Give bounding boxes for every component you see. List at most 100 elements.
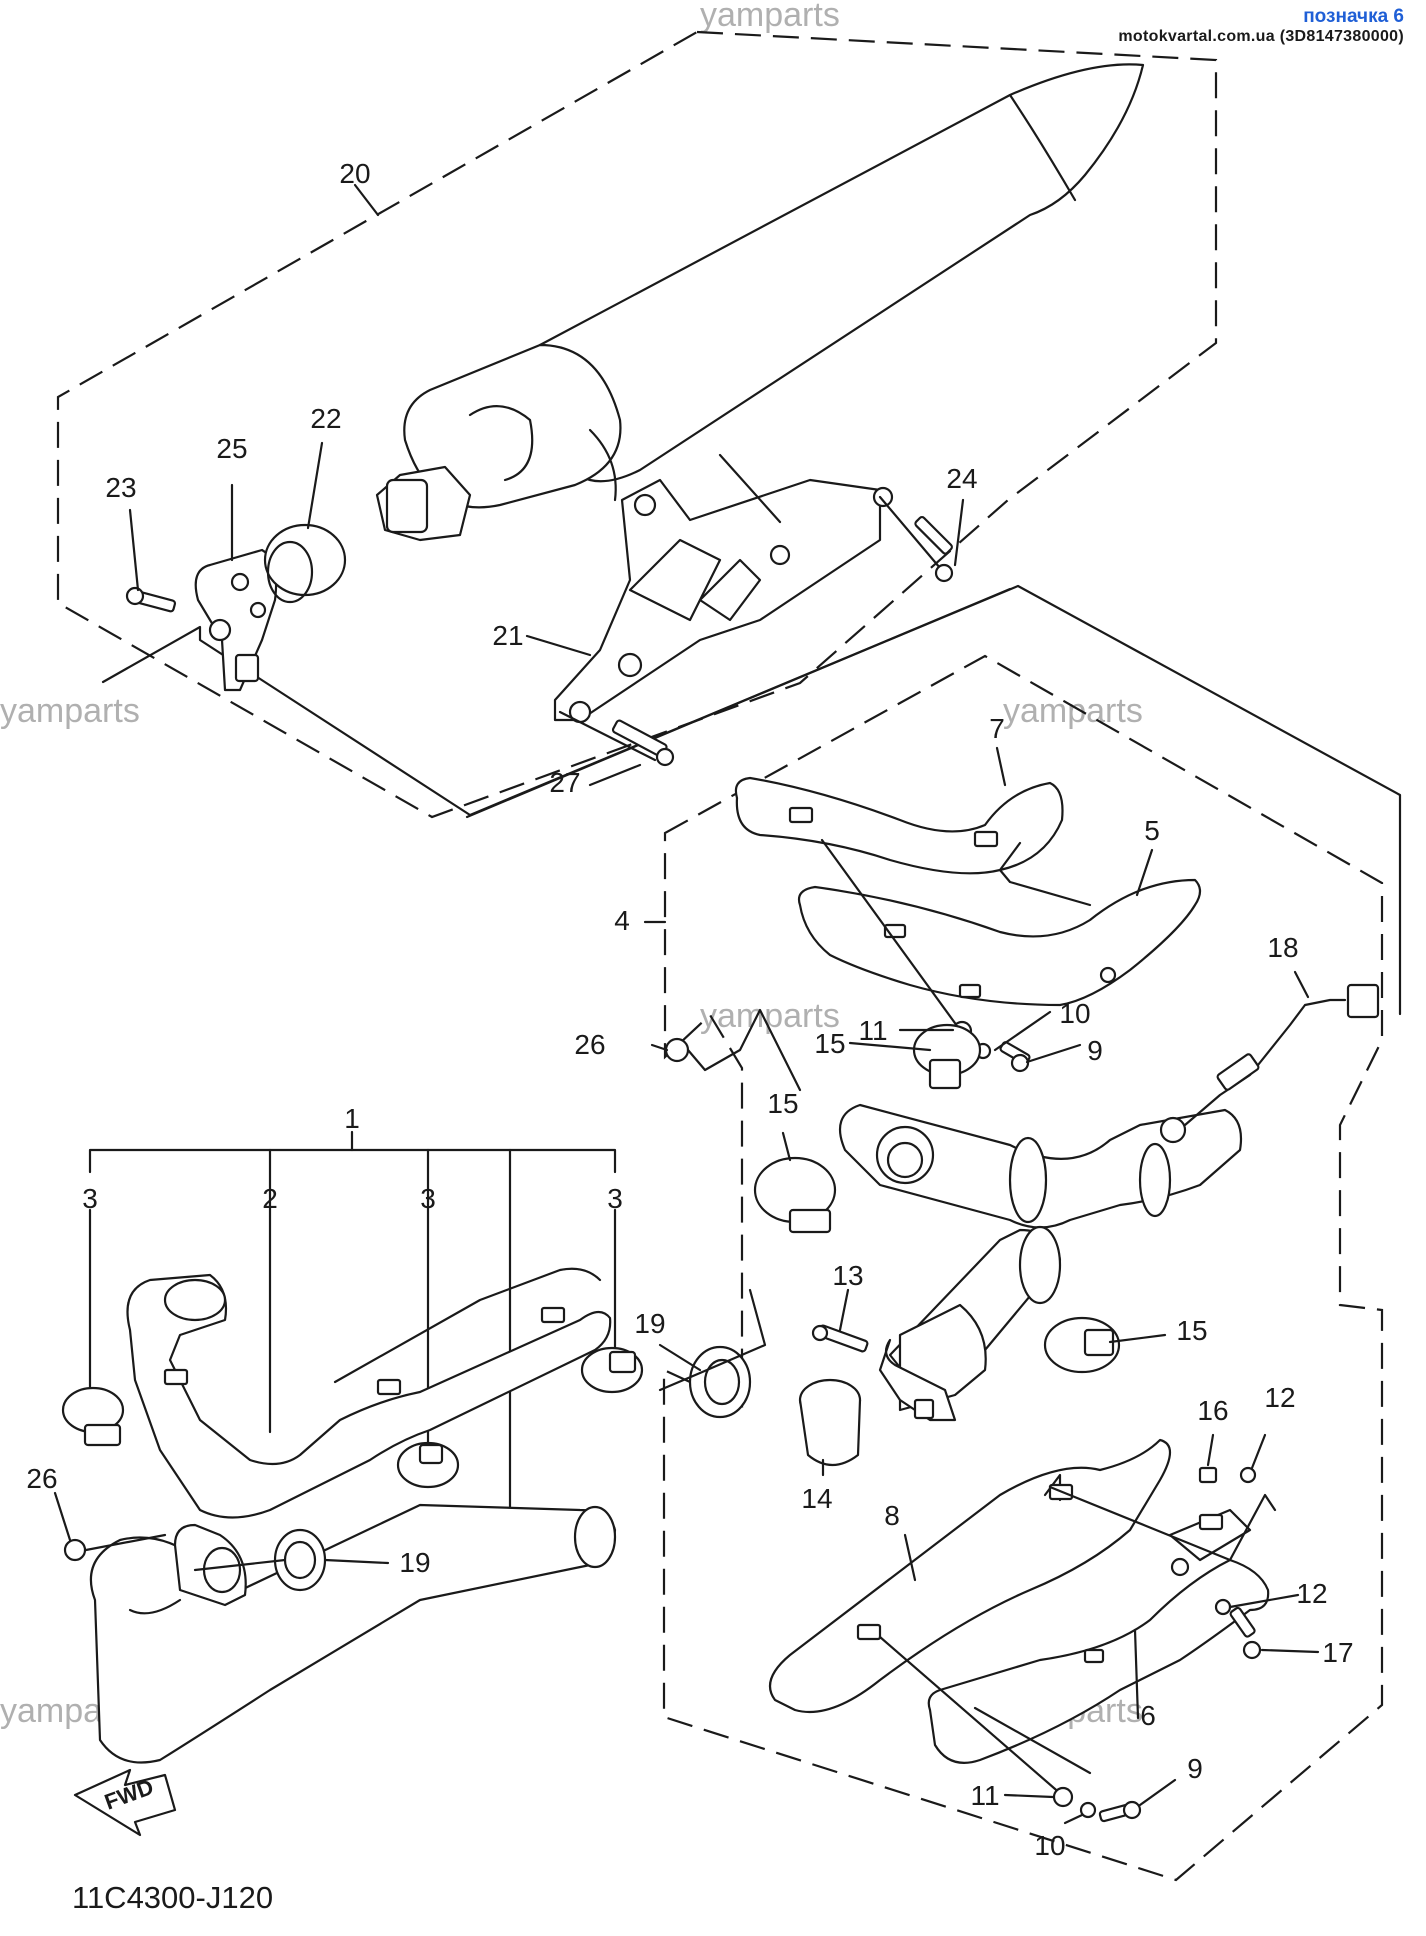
callout-7: 7: [989, 713, 1005, 744]
bolt-17: [1229, 1606, 1262, 1660]
washer-10: [1079, 1801, 1097, 1819]
callout-24: 24: [946, 463, 977, 494]
callout-15: 15: [767, 1088, 798, 1119]
assembly-bracket: [88, 1148, 617, 1174]
callout-13: 13: [832, 1260, 863, 1291]
leader-line: [973, 1706, 1092, 1775]
protector-assembly-boundary: [662, 654, 1384, 1882]
washer-12: [1214, 1598, 1232, 1616]
watermark: yamparts: [700, 0, 840, 34]
callout-9: 9: [1187, 1753, 1203, 1784]
diagram-code: 11C4300-J120: [72, 1880, 274, 1915]
callout-8: 8: [884, 1500, 900, 1531]
clamp-15: [912, 1023, 982, 1090]
protector-6: [927, 1508, 1270, 1764]
callout-10: 10: [1059, 998, 1090, 1029]
clamp-15: [753, 1156, 837, 1234]
leader-line: [1250, 1433, 1267, 1470]
leader-line: [525, 634, 592, 657]
leader-line: [323, 1558, 390, 1565]
callout-26: 26: [26, 1463, 57, 1494]
callout-16: 16: [1197, 1395, 1228, 1426]
leader-line: [558, 710, 657, 762]
leader-line: [53, 1491, 72, 1542]
leader-line: [1133, 1628, 1140, 1720]
leader-line: [718, 453, 782, 524]
leader-line: [1135, 848, 1154, 897]
washer-12: [1239, 1466, 1257, 1484]
leader-line: [878, 495, 942, 570]
leader-line: [993, 1010, 1052, 1052]
bolt-24: [914, 516, 954, 583]
clamp-15: [1043, 1316, 1121, 1374]
leader-line: [353, 183, 380, 217]
leader-line: [848, 1041, 932, 1052]
callout-15: 15: [1176, 1315, 1207, 1346]
leader-line: [1025, 1043, 1082, 1064]
leader-line: [1108, 1333, 1167, 1344]
leader-line: [84, 1533, 167, 1552]
clamp-3: [396, 1441, 460, 1489]
callout-3: 3: [420, 1183, 436, 1214]
leader-line: [658, 1343, 702, 1372]
leader-line: [820, 838, 962, 1032]
nut-11: [1052, 1786, 1074, 1808]
designation-label: позначка 6: [1303, 6, 1404, 27]
gasket-14: [798, 1378, 862, 1467]
callout-4: 4: [614, 905, 630, 936]
callout-9: 9: [1087, 1035, 1103, 1066]
watermark: yamparts: [1003, 692, 1143, 730]
callout-5: 5: [1144, 815, 1160, 846]
callout-27: 27: [549, 767, 580, 798]
muffler-clamp-25: [194, 548, 278, 692]
muffler-bracket: [553, 478, 894, 724]
protector-7: [734, 776, 1064, 875]
leader-line: [1228, 1593, 1300, 1609]
leader-line: [1260, 1648, 1320, 1654]
callout-18: 18: [1267, 932, 1298, 963]
flange: [173, 1523, 247, 1607]
callout-12: 12: [1264, 1382, 1295, 1413]
callout-20: 20: [339, 158, 370, 189]
o2-sensor-18: [1183, 983, 1380, 1127]
header-note: позначка 6 motokvartal.com.ua (3D8147380…: [1118, 6, 1404, 46]
leader-line: [1138, 1778, 1177, 1807]
callout-11: 11: [970, 1780, 999, 1811]
callout-11: 11: [858, 1015, 887, 1046]
bolt-9: [1098, 1800, 1142, 1823]
bolt-13: [811, 1324, 869, 1353]
leader-line: [903, 1533, 917, 1582]
callout-21: 21: [492, 620, 523, 651]
callout-17: 17: [1322, 1637, 1353, 1668]
leader-line: [998, 841, 1092, 907]
callout-3: 3: [82, 1183, 98, 1214]
callout-3: 3: [607, 1183, 623, 1214]
leader-line: [650, 1043, 669, 1052]
callout-6: 6: [1140, 1700, 1156, 1731]
source-label: motokvartal.com.ua (3D8147380000): [1118, 28, 1404, 45]
callout-10: 10: [1034, 1830, 1065, 1861]
callout-23: 23: [105, 472, 136, 503]
leader-line: [588, 763, 642, 787]
nut-26: [63, 1538, 87, 1562]
clip-16: [1198, 1466, 1218, 1484]
clamp-3: [61, 1386, 125, 1447]
callout-26: 26: [574, 1029, 605, 1060]
bolt-23: [125, 586, 177, 613]
exhaust-pipe-joint: [838, 1103, 1243, 1422]
nut-26: [664, 1037, 690, 1063]
callout-22: 22: [310, 403, 341, 434]
callout-1: 1: [344, 1103, 360, 1134]
callout-2: 2: [262, 1183, 278, 1214]
leader-line: [658, 1288, 767, 1392]
leader-line: [838, 1288, 850, 1332]
leader-line: [465, 587, 1012, 819]
leader-line: [128, 508, 140, 592]
clamp-3: [580, 1346, 644, 1394]
fwd-arrow-icon: FWD: [73, 1768, 177, 1837]
leader-line: [306, 441, 324, 530]
leader-line: [781, 1131, 792, 1162]
protector-5: [797, 878, 1202, 1007]
leader-line: [686, 1008, 802, 1092]
